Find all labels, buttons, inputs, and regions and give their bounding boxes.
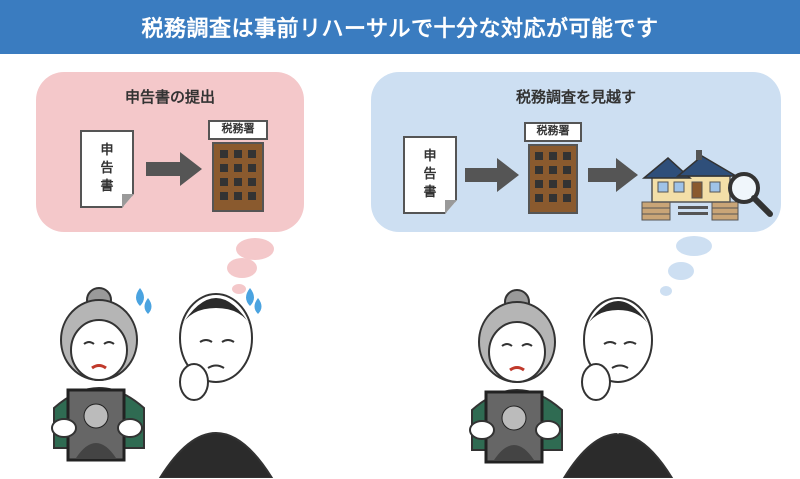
right-bubble-title: 税務調査を見越す — [515, 88, 636, 106]
left-tax-office-sign: 税務署 — [208, 120, 268, 140]
left-bubble-dot-large — [227, 258, 257, 278]
left-worried-couple-illustration — [51, 287, 274, 478]
sweat-drop-icon — [136, 288, 144, 306]
right-arrow-1-icon — [465, 158, 519, 192]
left-bubble-title: 申告書の提出 — [124, 88, 215, 106]
left-bubble-dot-small — [232, 284, 246, 294]
right-bubble-dot-small — [660, 286, 672, 296]
left-tax-office-building: 税務署 — [208, 120, 268, 212]
right-bubble-dot-mid — [676, 236, 712, 256]
right-arrow-2-icon — [588, 158, 638, 192]
right-couple-illustration — [469, 289, 674, 478]
house-inspection-icon — [641, 150, 773, 221]
right-document-label: 申 告 書 — [423, 149, 437, 200]
right-tax-office-sign: 税務署 — [524, 122, 582, 142]
left-document-label: 申 告 書 — [100, 143, 114, 194]
header-banner: 税務調査は事前リハーサルで十分な対応が可能です — [0, 0, 800, 54]
right-tax-office-building: 税務署 — [524, 122, 582, 214]
left-building-body — [212, 142, 264, 212]
left-tax-return-document: 申 告 書 — [80, 130, 134, 208]
left-arrow-icon — [146, 152, 202, 186]
banner-title: 税務調査は事前リハーサルで十分な対応が可能です — [141, 17, 659, 42]
left-bubble-dot-mid — [236, 238, 274, 260]
right-building-body — [528, 144, 578, 214]
right-bubble-dot-large — [668, 262, 694, 280]
